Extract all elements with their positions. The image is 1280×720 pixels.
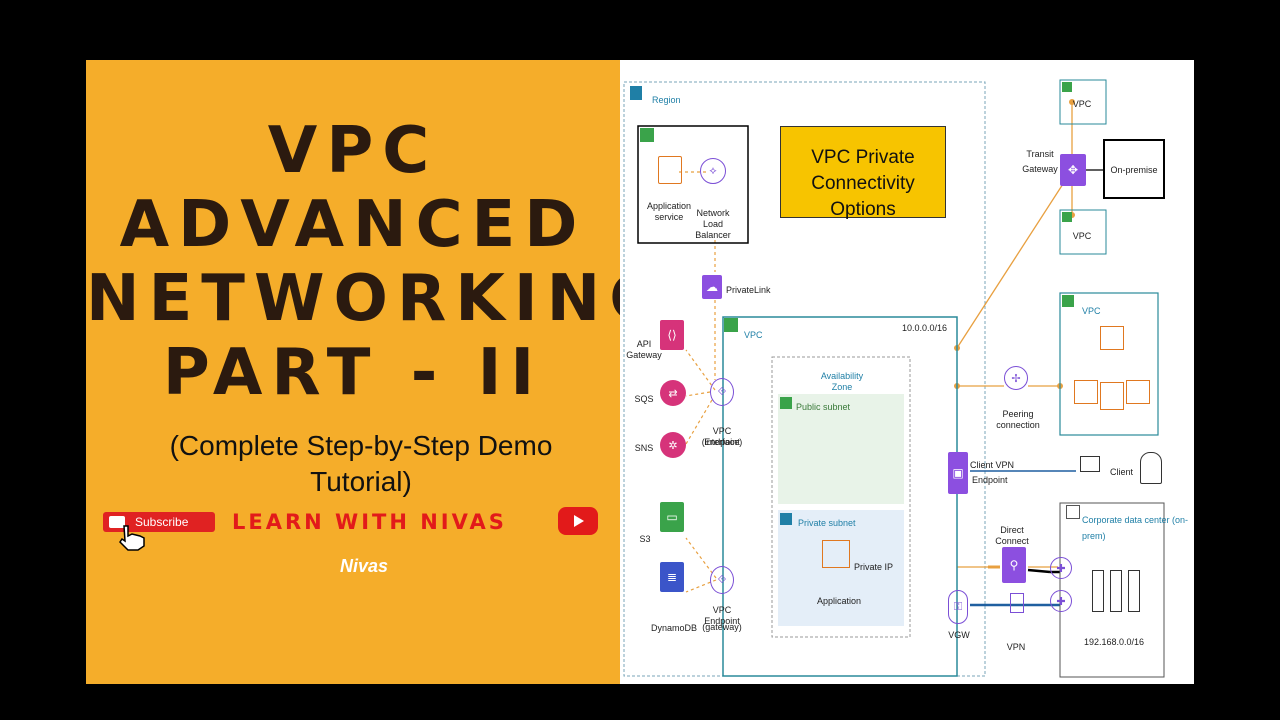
vgw-icon: ⚿ (948, 590, 968, 624)
application-label: Application (816, 596, 862, 606)
app-service-line-1: Application (646, 201, 692, 211)
az-label: Availability Zone (820, 371, 864, 392)
ec2-instance-icon-3 (1100, 382, 1124, 410)
region-flag-icon (630, 86, 642, 100)
nlb-line-2: Load Balancer (695, 219, 731, 240)
ec2-instance-icon-1 (1100, 326, 1124, 350)
public-subnet-icon (780, 397, 792, 409)
client-vpn-line-1: Client VPN (970, 460, 1015, 470)
client-label: Client (1110, 467, 1134, 477)
architecture-diagram: Region VPC Private Connectivity Options … (620, 60, 1194, 684)
hand-cursor-icon (119, 525, 145, 551)
title-line-1: VPC (267, 114, 439, 188)
api-gateway-line-2: Gateway (626, 350, 662, 360)
on-premise-label: On-premise (1110, 165, 1158, 175)
subtitle-line-2: Tutorial) (310, 466, 412, 497)
ec2-instance-icon-4 (1126, 380, 1150, 404)
transit-gateway-icon: ✥ (1060, 154, 1086, 186)
router-icon-1: ✚ (1050, 557, 1072, 579)
sns-icon: ✲ (660, 432, 686, 458)
router-icon-2: ✚ (1050, 590, 1072, 612)
peering-icon: ✢ (1004, 366, 1028, 390)
youtube-icon (558, 507, 598, 535)
api-gateway-icon: ⟨⟩ (660, 320, 684, 350)
corp-dc-icon (1066, 505, 1080, 519)
play-icon (109, 516, 125, 528)
endpoint-gateway-line-1: VPC Endpoint (704, 605, 740, 626)
client-vpn-line-2: Endpoint (972, 475, 1008, 485)
brand-name: LEARN WITH NIVAS (232, 510, 507, 534)
callout-box: VPC Private Connectivity Options (780, 126, 946, 220)
vpc-endpoint-gateway-icon: ⟐ (710, 566, 734, 594)
peering-label: Peering connection (996, 409, 1040, 430)
callout-line-1: VPC Private (811, 147, 915, 168)
sns-label: SNS (634, 443, 654, 453)
endpoint-interface-line-1: VPC Endpoint (704, 426, 740, 447)
s3-label: S3 (639, 534, 651, 544)
sqs-icon: ⇄ (660, 380, 686, 406)
subnet-lock-icon (640, 128, 654, 142)
dynamodb-icon: ≣ (660, 562, 684, 592)
region-label: Region (652, 95, 681, 105)
vpc-bottom-label: VPC (1072, 231, 1092, 241)
connector-lines (623, 79, 1165, 678)
title-line-3: NETWORKING (86, 262, 671, 336)
vpn-lock-icon (1010, 593, 1024, 613)
application-service-icon (658, 156, 682, 184)
corp-cidr-label: 192.168.0.0/16 (1083, 637, 1145, 647)
ec2-instance-icon-2 (1074, 380, 1098, 404)
vpc-endpoint-interface-icon: ⟐ (710, 378, 734, 406)
vpc-top-icon (1062, 82, 1072, 92)
callout-line-2: Connectivity Options (811, 173, 915, 220)
private-ip-label: Private IP (854, 562, 894, 572)
vpc-bottom-icon (1062, 212, 1072, 222)
direct-connect-icon: ⚲ (1002, 547, 1026, 583)
peer-vpc-icon (1062, 295, 1074, 307)
load-balancer-icon: ⟡ (700, 158, 726, 184)
public-subnet-label: Public subnet (796, 402, 851, 412)
direct-connect-label: Direct Connect (995, 525, 1029, 546)
private-subnet-icon (780, 513, 792, 525)
vpc-cloud-icon (724, 318, 738, 332)
s3-bucket-icon: ▭ (660, 502, 684, 532)
privatelink-label: PrivateLink (726, 285, 771, 295)
app-service-line-2: service (654, 212, 684, 222)
peer-vpc-label: VPC (1082, 306, 1101, 316)
corp-dc-line-2: prem) (1082, 531, 1106, 541)
corp-dc-line-1: Corporate data center (on- (1082, 515, 1189, 525)
client-vpn-icon: ▣ (948, 452, 968, 494)
users-icon (1140, 452, 1162, 484)
endpoint-gateway-line-2: (gateway) (702, 622, 742, 632)
laptop-icon (1080, 456, 1100, 472)
api-gateway-line-1: API (636, 339, 652, 349)
server-icon-2 (1110, 570, 1122, 612)
vpn-label: VPN (1006, 642, 1026, 652)
ec2-chip-icon (822, 540, 850, 568)
server-icon-1 (1092, 570, 1104, 612)
subscribe-button[interactable]: Subscribe (103, 512, 215, 532)
subtitle-line-1: (Complete Step-by-Step Demo (169, 430, 553, 461)
vgw-label: VGW (948, 630, 970, 640)
transit-gateway-line-2: Gateway (1022, 164, 1058, 174)
sqs-label: SQS (634, 394, 654, 404)
title-panel: VPC ADVANCED NETWORKING PART - II (Compl… (86, 60, 671, 684)
author-signature: Nivas (340, 556, 389, 576)
private-subnet-box: Private subnet Private IP Application (778, 510, 904, 626)
vpc-top-label: VPC (1072, 99, 1092, 109)
privatelink-icon: ☁ (702, 275, 722, 299)
subscribe-label: Subscribe (135, 515, 189, 529)
private-subnet-label: Private subnet (798, 518, 856, 528)
title-line-2: ADVANCED (119, 188, 587, 262)
vpc-label: VPC (744, 330, 763, 340)
dynamodb-label: DynamoDB (650, 623, 697, 633)
server-icon-3 (1128, 570, 1140, 612)
transit-gateway-line-1: Transit (1026, 149, 1054, 159)
title-line-4: PART - II (162, 336, 544, 410)
public-subnet-box: Public subnet (778, 394, 904, 504)
vpc-cidr: 10.0.0.0/16 (902, 323, 948, 333)
endpoint-interface-line-2: (interface) (701, 437, 743, 447)
nlb-line-1: Network (696, 208, 730, 218)
